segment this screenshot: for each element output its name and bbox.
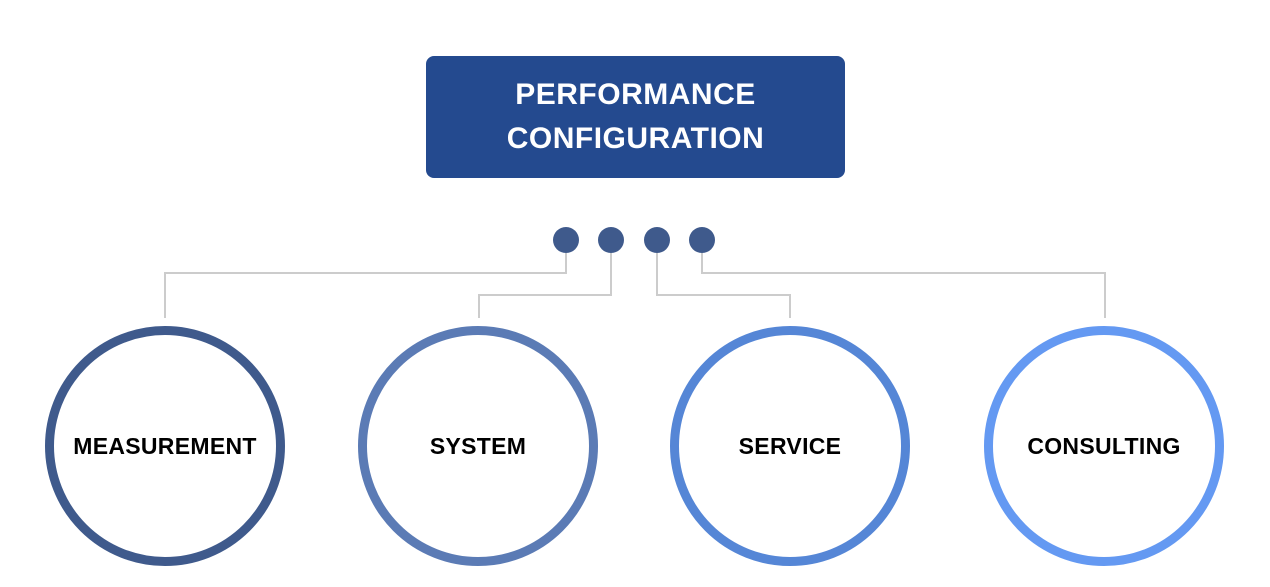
connector-dot-4: [689, 227, 715, 253]
connector-service: [656, 253, 791, 318]
title-line-2: CONFIGURATION: [506, 122, 765, 155]
title-box: PERFORMANCE CONFIGURATION: [426, 56, 845, 178]
node-consulting: CONSULTING: [984, 326, 1224, 566]
node-system: SYSTEM: [358, 326, 598, 566]
node-label-consulting: CONSULTING: [1027, 432, 1181, 459]
connector-system: [478, 253, 612, 318]
node-label-measurement: MEASUREMENT: [73, 432, 257, 459]
connector-dot-1: [553, 227, 579, 253]
connector-measurement: [164, 253, 567, 318]
node-label-service: SERVICE: [738, 432, 842, 459]
connector-dot-3: [644, 227, 670, 253]
connector-dot-2: [598, 227, 624, 253]
connector-consulting: [701, 253, 1106, 318]
node-service: SERVICE: [670, 326, 910, 566]
title-line-1: PERFORMANCE: [515, 78, 756, 111]
node-label-system: SYSTEM: [429, 432, 527, 459]
node-measurement: MEASUREMENT: [45, 326, 285, 566]
